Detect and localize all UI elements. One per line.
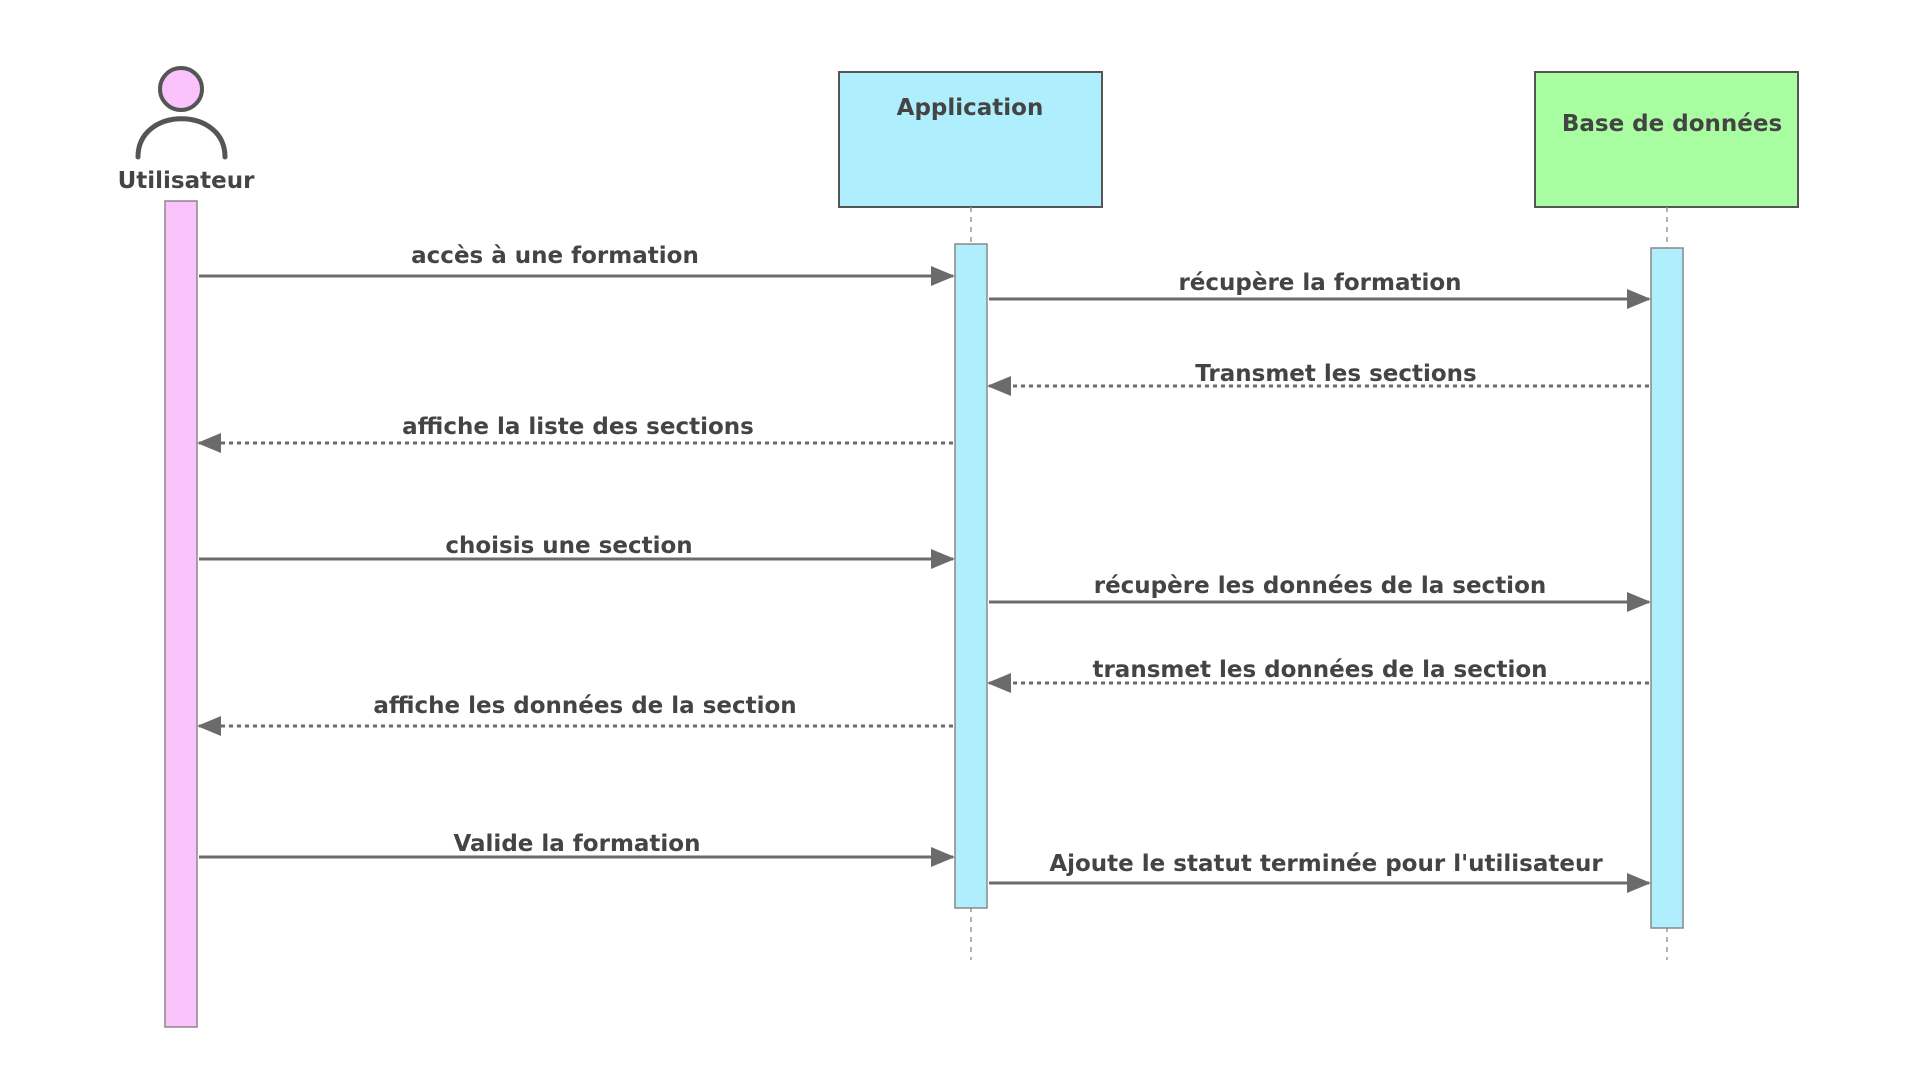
participant-app-box <box>838 71 1103 208</box>
message-7-label: transmet les données de la section <box>1092 657 1547 683</box>
message-5: choisis une section <box>199 533 955 569</box>
user-actor-head-icon <box>158 66 204 112</box>
message-10-label: Ajoute le statut terminée pour l'utilisa… <box>1049 851 1603 877</box>
user-actor-body-icon <box>135 116 228 160</box>
message-9: Valide la formation <box>199 831 955 867</box>
message-7: transmet les données de la section <box>987 657 1649 693</box>
message-1: accès à une formation <box>199 243 955 286</box>
message-8: affiche les données de la section <box>197 693 953 736</box>
message-2: récupère la formation <box>989 270 1651 309</box>
message-8-label: affiche les données de la section <box>373 693 796 719</box>
message-4: affiche la liste des sections <box>197 414 953 453</box>
participant-user-label: Utilisateur <box>118 168 256 194</box>
message-10: Ajoute le statut terminée pour l'utilisa… <box>989 851 1651 893</box>
message-4-label: affiche la liste des sections <box>402 414 754 440</box>
message-9-label: Valide la formation <box>453 831 700 857</box>
db-activation-bar <box>1650 247 1684 929</box>
message-1-label: accès à une formation <box>411 243 699 269</box>
message-5-label: choisis une section <box>445 533 692 559</box>
participant-db: Base de données <box>1534 71 1799 960</box>
message-6-label: récupère les données de la section <box>1094 573 1547 599</box>
participant-db-label: Base de données <box>1562 111 1782 137</box>
message-3: Transmet les sections <box>987 361 1649 396</box>
app-activation-bar <box>954 243 988 909</box>
message-6: récupère les données de la section <box>989 573 1651 612</box>
participant-user: Utilisateur <box>118 66 256 1028</box>
message-3-label: Transmet les sections <box>1195 361 1477 387</box>
participant-db-box <box>1534 71 1799 208</box>
participant-app: Application <box>838 71 1103 960</box>
user-activation-bar <box>164 200 198 1028</box>
participant-app-label: Application <box>897 95 1044 121</box>
message-2-label: récupère la formation <box>1178 270 1461 296</box>
